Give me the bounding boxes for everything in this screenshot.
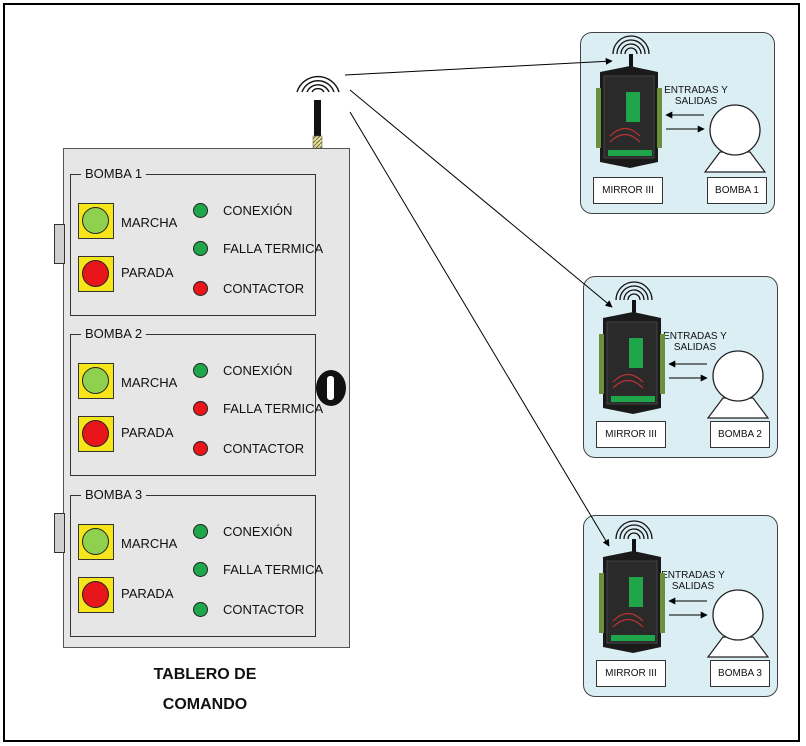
device-label: MIRROR III [593,177,663,204]
start-label: MARCHA [121,536,178,551]
cabinet-hinge-bottom [54,513,65,553]
stop-label: PARADA [121,425,174,440]
stop-button-cap [82,260,109,287]
remote-antenna-icon [615,520,653,540]
io-label-line1: ENTRADAS Y [661,570,725,581]
device-label: MIRROR III [596,421,666,448]
io-label: ENTRADAS Y SALIDAS [658,570,728,592]
io-label-line1: ENTRADAS Y [663,331,727,342]
stop-label: PARADA [121,265,174,280]
stop-button-cap [82,581,109,608]
pump-icon [703,104,767,173]
indicator-light [193,203,208,218]
io-label-line2: SALIDAS [673,342,717,353]
stop-button-cap [82,420,109,447]
mirror-device-icon [599,312,665,414]
start-label: MARCHA [121,215,178,230]
indicator-label: CONEXIÓN [223,203,293,218]
indicator-light [193,562,208,577]
indicator-label: CONTACTOR [223,281,305,296]
io-label: ENTRADAS Y SALIDAS [660,331,730,353]
remote-antenna-icon [615,281,653,301]
mirror-device-icon [599,551,665,653]
indicator-light [193,524,208,539]
indicator-label: CONTACTOR [223,602,305,617]
start-button[interactable] [78,524,114,560]
panel-antenna-icon [296,75,340,149]
indicator-label: FALLA TERMICA [223,401,324,416]
pump-group-1: BOMBA 1 MARCHA PARADA CONEXIÓN FALLA TER… [70,166,323,316]
io-label-line2: SALIDAS [671,581,715,592]
radio-link-arrow-3 [349,111,610,547]
pump-group-title: BOMBA 1 [81,166,147,181]
pump-label: BOMBA 3 [710,660,770,687]
stop-label: PARADA [121,586,174,601]
device-label: MIRROR III [596,660,666,687]
start-button[interactable] [78,203,114,239]
io-label-line2: SALIDAS [674,96,718,107]
diagram-frame [3,3,800,742]
indicator-label: CONEXIÓN [223,363,293,378]
panel-caption-line2: COMANDO [162,696,248,713]
indicator-light [193,241,208,256]
remote-1-graphics [596,35,767,173]
remote-3-graphics [599,520,770,658]
radio-link-arrow-1 [344,57,613,76]
indicator-label: CONEXIÓN [223,524,293,539]
stop-button[interactable] [78,416,114,452]
start-label: MARCHA [121,375,178,390]
panel-caption-line1: TABLERO DE [153,666,257,683]
start-button-cap [82,528,109,555]
stop-button[interactable] [78,256,114,292]
cabinet-hinge-top [54,224,65,264]
remote-antenna-icon [612,35,650,55]
mirror-device-icon [596,66,662,168]
io-label-line1: ENTRADAS Y [664,85,728,96]
indicator-light [193,441,208,456]
indicator-light [193,401,208,416]
radio-link-arrow-2 [349,89,613,308]
pump-icon [706,350,770,419]
indicator-light [193,602,208,617]
stop-button[interactable] [78,577,114,613]
indicator-label: CONTACTOR [223,441,305,456]
remote-2-graphics [599,281,770,419]
io-label: ENTRADAS Y SALIDAS [661,85,731,107]
indicator-light [193,363,208,378]
indicator-label: FALLA TERMICA [223,241,324,256]
start-button-cap [82,207,109,234]
pump-group-title: BOMBA 3 [81,487,147,502]
indicator-light [193,281,208,296]
cabinet-lock-knob [316,370,346,406]
pump-group-title: BOMBA 2 [81,326,147,341]
start-button[interactable] [78,363,114,399]
pump-group-2: BOMBA 2 MARCHA PARADA CONEXIÓN FALLA TER… [70,326,323,476]
pump-group-3: BOMBA 3 MARCHA PARADA CONEXIÓN FALLA TER… [70,487,323,637]
pump-label: BOMBA 2 [710,421,770,448]
pump-icon [706,589,770,658]
indicator-label: FALLA TERMICA [223,562,324,577]
start-button-cap [82,367,109,394]
pump-label: BOMBA 1 [707,177,767,204]
